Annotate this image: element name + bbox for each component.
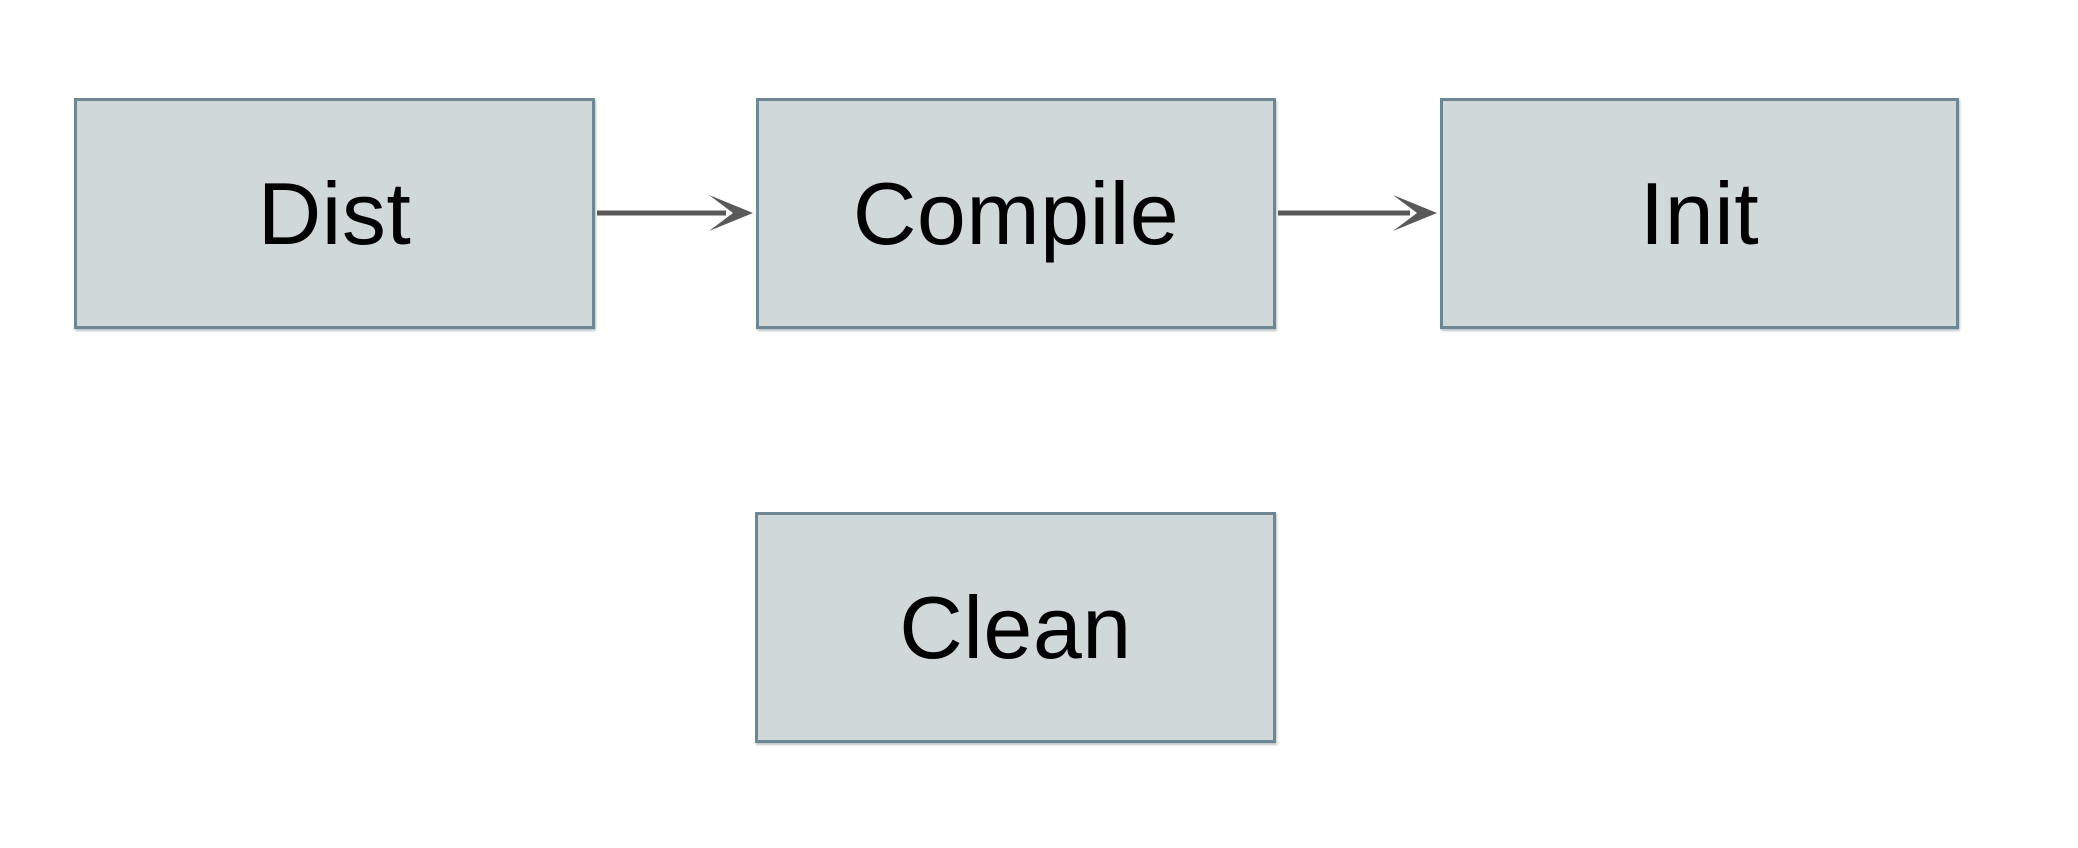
flow-node-init[interactable]: Init [1440,98,1959,329]
flow-node-compile[interactable]: Compile [756,98,1276,329]
node-label-compile: Compile [852,163,1180,263]
node-label-dist: Dist [257,163,412,263]
arrow-dist-to-compile [597,195,753,231]
flow-node-dist[interactable]: Dist [74,98,595,329]
node-label-clean: Clean [899,577,1132,677]
flow-node-clean[interactable]: Clean [755,512,1276,743]
node-label-init: Init [1639,163,1760,263]
arrow-compile-to-init [1278,195,1437,231]
